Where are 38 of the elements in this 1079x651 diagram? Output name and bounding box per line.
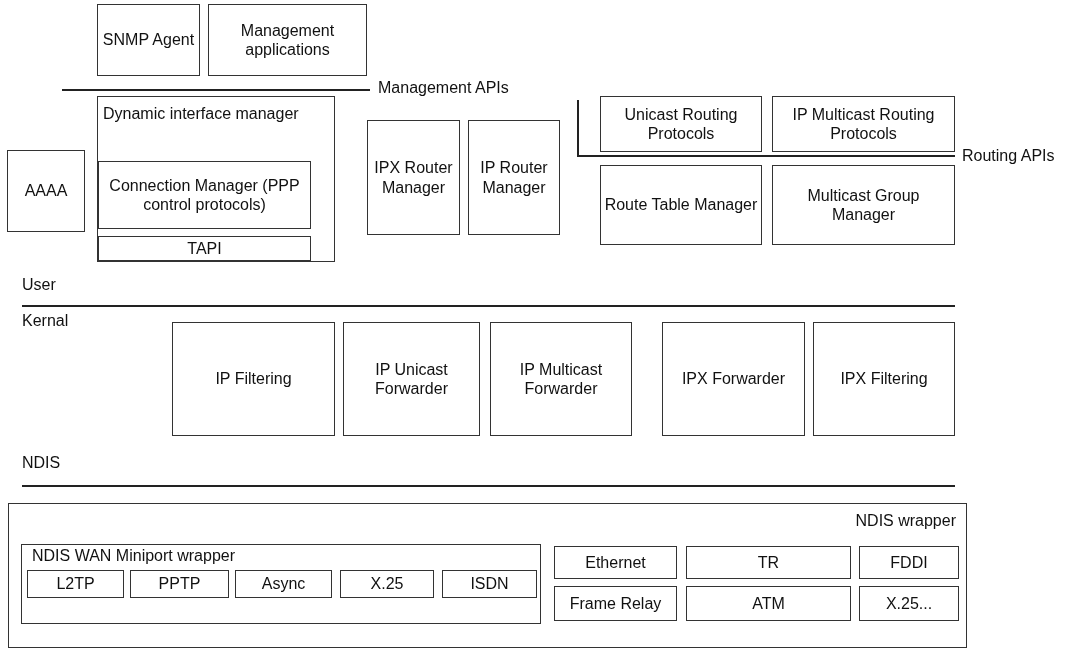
component-box: IPX Filtering bbox=[813, 322, 955, 436]
component-box: Management applications bbox=[208, 4, 367, 76]
layer-panel bbox=[21, 544, 541, 624]
component-box: SNMP Agent bbox=[97, 4, 200, 76]
component-box: IPX Router Manager bbox=[367, 120, 460, 235]
component-box: L2TP bbox=[27, 570, 124, 598]
component-box: PPTP bbox=[130, 570, 229, 598]
component-box: X.25 bbox=[340, 570, 434, 598]
component-box: IP Multicast Routing Protocols bbox=[772, 96, 955, 152]
component-box: Multicast Group Manager bbox=[772, 165, 955, 245]
component-box: IP Multicast Forwarder bbox=[490, 322, 632, 436]
component-box: FDDI bbox=[859, 546, 959, 579]
api-label: Routing APIs bbox=[962, 147, 1055, 165]
component-box: IP Router Manager bbox=[468, 120, 560, 235]
component-box: Async bbox=[235, 570, 332, 598]
panel-heading: NDIS wrapper bbox=[855, 512, 956, 530]
component-box: Route Table Manager bbox=[600, 165, 762, 245]
layer-label: Kernal bbox=[22, 312, 69, 330]
layer-panel bbox=[8, 503, 967, 648]
layer-label: NDIS bbox=[22, 454, 61, 472]
layer-panel bbox=[97, 96, 335, 262]
component-box: IP Unicast Forwarder bbox=[343, 322, 480, 436]
panel-heading: Dynamic interface manager bbox=[103, 105, 299, 123]
component-box: TR bbox=[686, 546, 851, 579]
panel-heading: NDIS WAN Miniport wrapper bbox=[32, 547, 235, 565]
component-box: X.25... bbox=[859, 586, 959, 621]
component-box: ATM bbox=[686, 586, 851, 621]
component-box: AAAA bbox=[7, 150, 85, 232]
component-box: Ethernet bbox=[554, 546, 677, 579]
component-box: Unicast Routing Protocols bbox=[600, 96, 762, 152]
component-box: Frame Relay bbox=[554, 586, 677, 621]
layer-label: User bbox=[22, 276, 56, 294]
component-box: TAPI bbox=[98, 236, 311, 261]
component-box: IP Filtering bbox=[172, 322, 335, 436]
component-box: Connection Manager (PPP control protocols) bbox=[98, 161, 311, 229]
component-box: ISDN bbox=[442, 570, 537, 598]
api-label: Management APIs bbox=[378, 79, 509, 97]
component-box: IPX Forwarder bbox=[662, 322, 805, 436]
